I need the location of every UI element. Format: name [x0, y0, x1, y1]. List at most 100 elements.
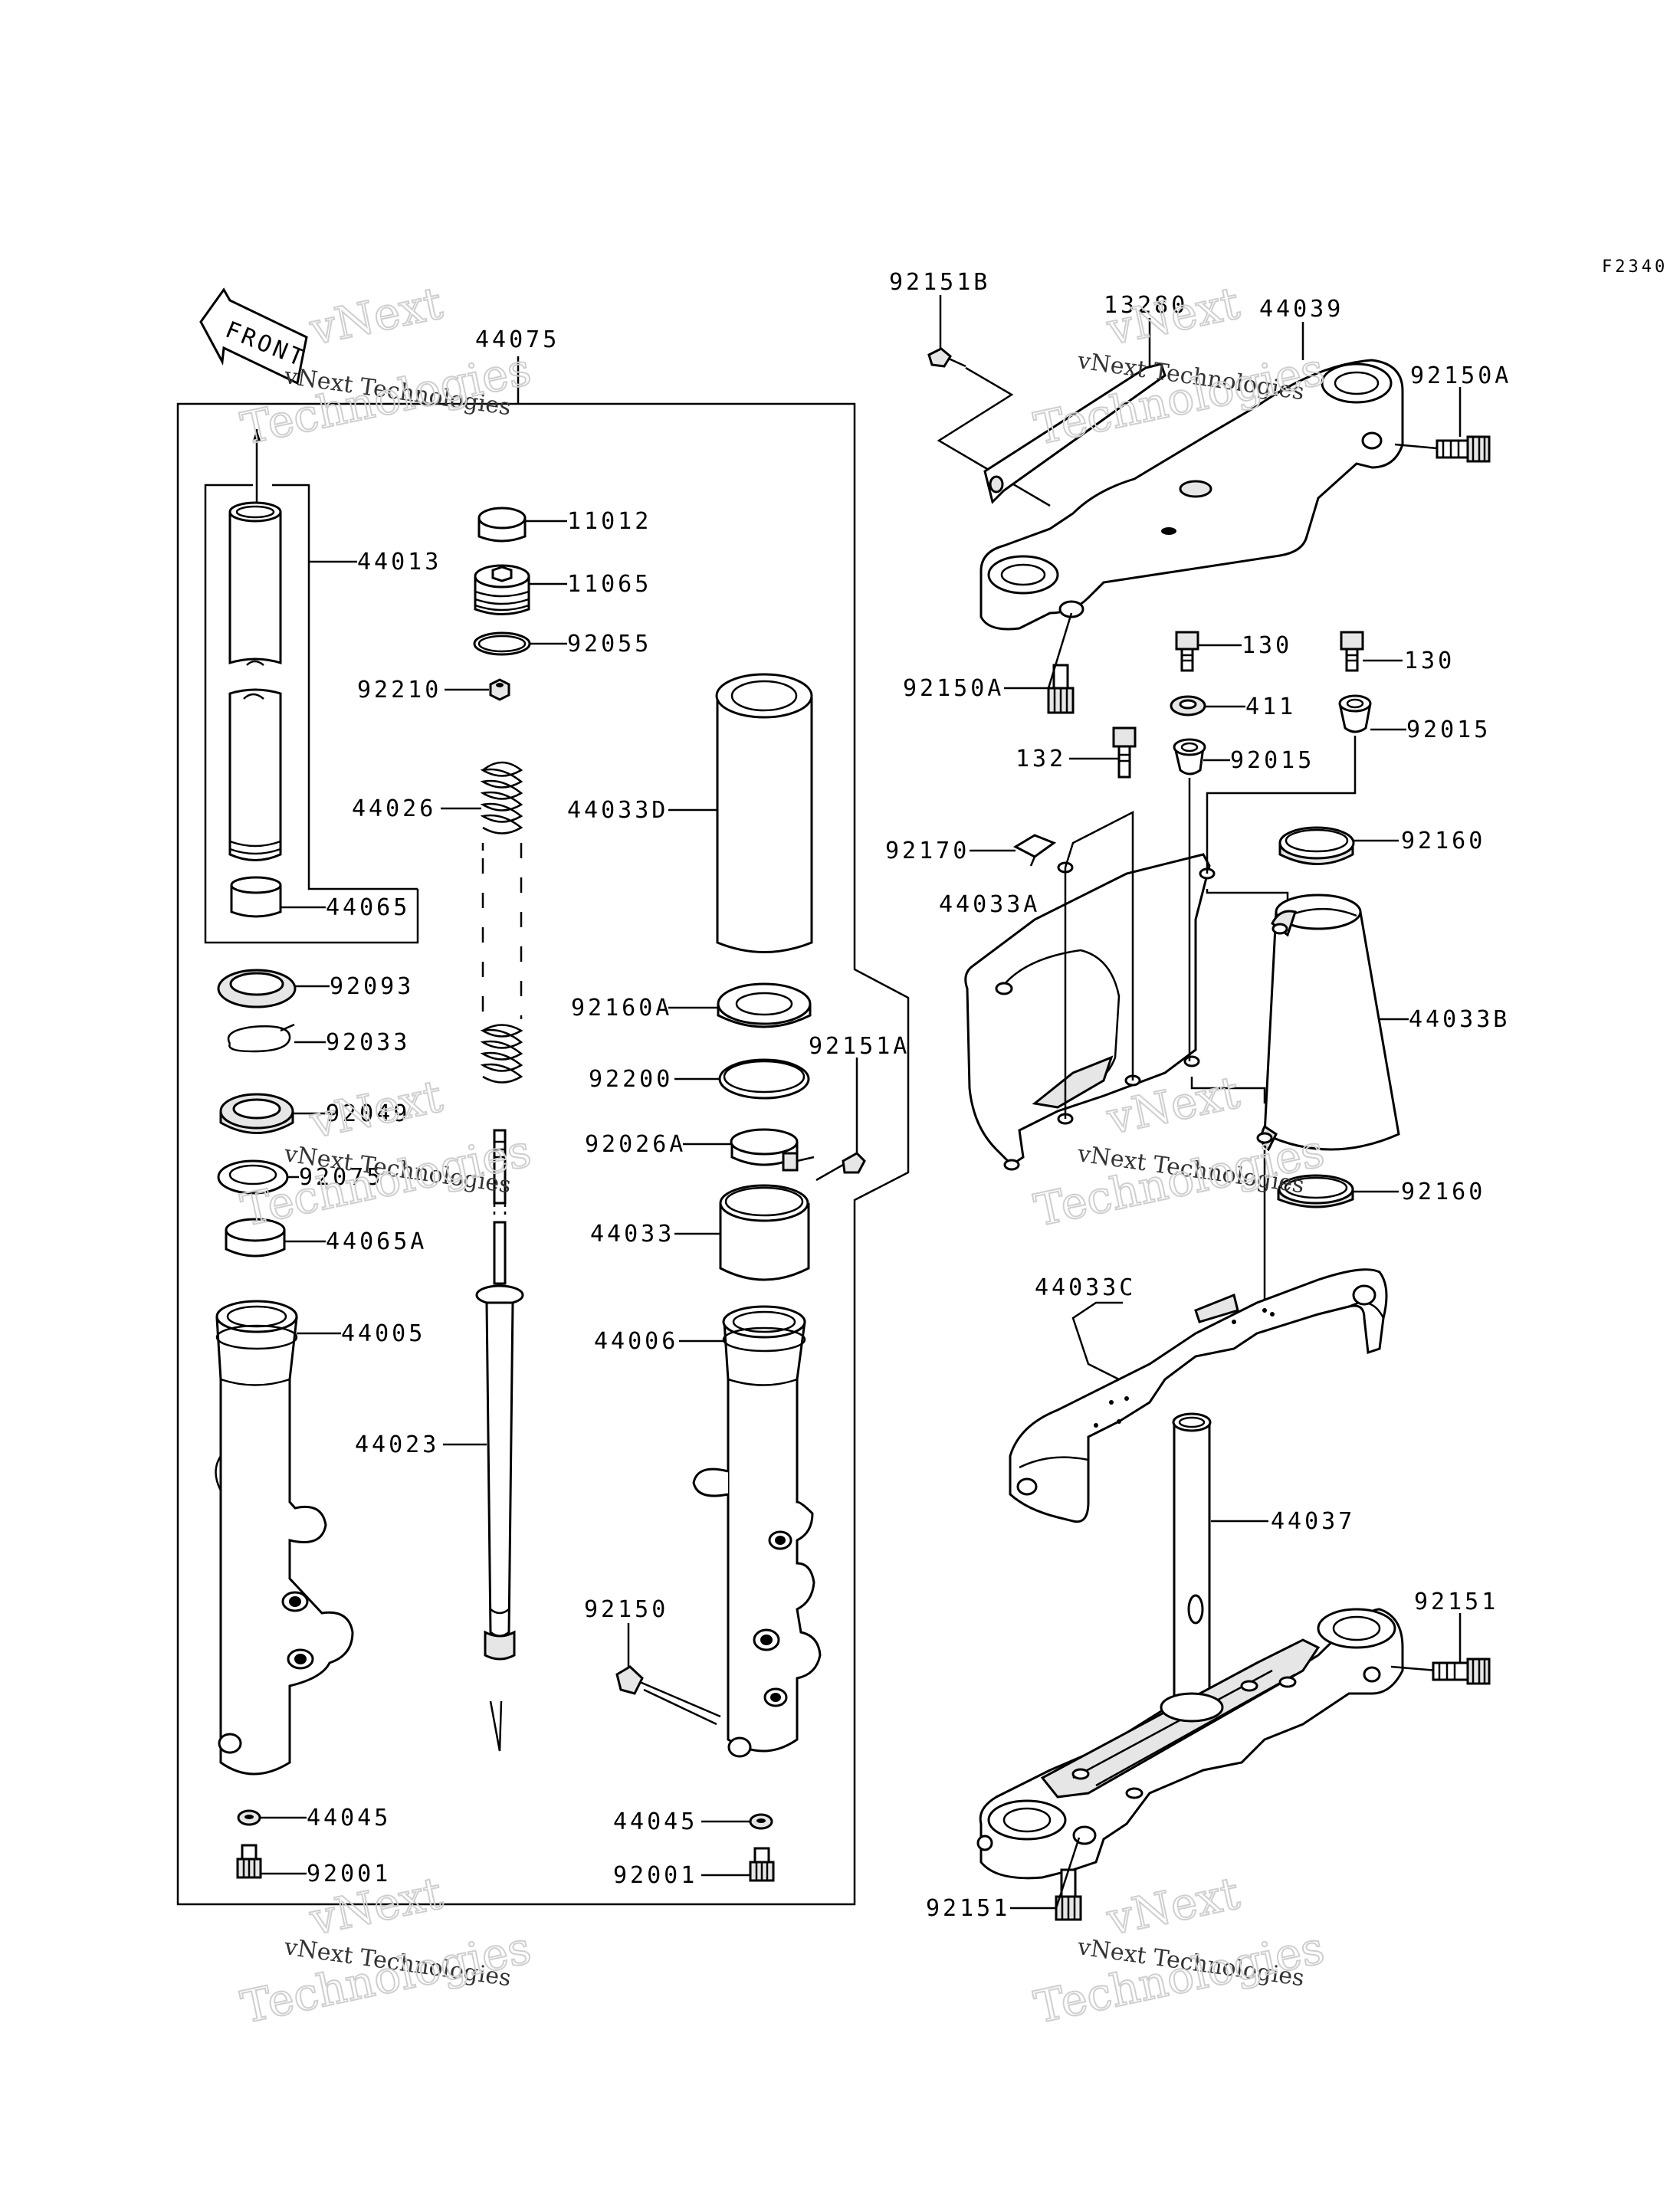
bolt-92150A-top	[1394, 435, 1491, 463]
ring-92160-lower	[1277, 1174, 1354, 1208]
label-132: 132	[1016, 746, 1066, 772]
washer-44045-right	[749, 1813, 773, 1830]
cone-cover-44033B	[1256, 894, 1400, 1152]
bolt-92150	[615, 1665, 721, 1726]
bolt-92151-bottom	[1055, 1868, 1082, 1921]
label-92151B: 92151B	[889, 269, 990, 296]
label-92160-top: 92160	[1401, 828, 1485, 854]
svg-text:Technologies: Technologies	[237, 1921, 536, 2033]
ring-92160-top	[1278, 826, 1355, 865]
upper-triple-clamp-44039	[979, 359, 1404, 631]
seal-92049	[219, 1093, 294, 1134]
label-92033: 92033	[326, 1029, 410, 1056]
screw-92151A	[815, 1152, 866, 1182]
label-44075: 44075	[475, 326, 559, 353]
label-92015-a: 92015	[1230, 747, 1314, 774]
bolt-92151-right	[1390, 1658, 1491, 1685]
label-44033C: 44033C	[1035, 1274, 1136, 1301]
label-44033A: 44033A	[939, 891, 1040, 918]
label-92001-right: 92001	[613, 1862, 697, 1889]
bolt-132	[1112, 726, 1137, 779]
svg-text:vNext: vNext	[1102, 1867, 1244, 1946]
cap-11012	[477, 507, 527, 543]
label-411: 411	[1245, 694, 1296, 720]
label-92150A-bottom: 92150A	[903, 675, 1004, 702]
label-92151A: 92151A	[809, 1033, 910, 1060]
label-92001-left: 92001	[307, 1861, 391, 1887]
ring-92160A	[717, 982, 812, 1028]
tube-cover-44033D	[715, 673, 813, 953]
steering-stem-44037	[1172, 1412, 1212, 1707]
label-92049: 92049	[326, 1100, 410, 1127]
outer-tube-44005	[215, 1300, 354, 1776]
svg-text:Technologies: Technologies	[1030, 1124, 1329, 1236]
label-11065: 11065	[567, 571, 651, 598]
svg-text:Technologies: Technologies	[1030, 1921, 1329, 2033]
label-92026A: 92026A	[585, 1131, 686, 1158]
damper-rod-44023	[475, 1129, 524, 1752]
label-92150: 92150	[584, 1596, 668, 1623]
label-92151-bottom: 92151	[926, 1895, 1010, 1922]
label-92200: 92200	[589, 1066, 673, 1093]
label-44065: 44065	[326, 894, 410, 921]
figure-code: F2340	[1602, 257, 1668, 277]
label-92160A: 92160A	[571, 995, 672, 1021]
bolt-92001-right	[749, 1847, 775, 1882]
nut-92210	[489, 678, 510, 701]
label-11012: 11012	[567, 508, 651, 535]
clamp-92026A	[730, 1128, 815, 1172]
label-44039: 44039	[1259, 296, 1344, 323]
cover-plate-44033C	[1009, 1268, 1388, 1523]
bolt-130-b	[1340, 631, 1364, 672]
label-130-b: 130	[1404, 648, 1455, 674]
inner-tube-44013	[228, 501, 282, 861]
label-44065A: 44065A	[326, 1228, 427, 1255]
svg-text:vNext: vNext	[305, 277, 447, 356]
spring-44026	[480, 761, 523, 1084]
label-92160-lower: 92160	[1401, 1179, 1485, 1205]
fork-cover-44033A	[964, 853, 1216, 1171]
label-92151-right: 92151	[1414, 1589, 1498, 1615]
washer-44045-left	[237, 1809, 261, 1826]
label-92150A-top: 92150A	[1410, 362, 1511, 389]
bolt-130-a	[1175, 631, 1199, 672]
washer-411	[1170, 695, 1206, 716]
label-92170: 92170	[885, 838, 970, 864]
svg-text:vNext: vNext	[305, 1070, 447, 1149]
clip-92170	[1012, 834, 1057, 867]
cap-bolt-11065	[474, 564, 530, 615]
svg-text:vNext: vNext	[1102, 277, 1244, 356]
collar-92015-a	[1173, 738, 1206, 776]
bracket-13280	[983, 362, 1166, 504]
label-44045-left: 44045	[307, 1805, 391, 1831]
label-92075: 92075	[299, 1164, 383, 1191]
collar-92015-b	[1338, 694, 1372, 733]
bushing-44065A	[225, 1218, 286, 1258]
ring-92200	[718, 1058, 810, 1100]
label-44005: 44005	[341, 1320, 425, 1347]
watermark-5: vNext vNext Technologies Technologies	[236, 1866, 536, 2035]
label-92055: 92055	[567, 631, 651, 657]
svg-text:Technologies: Technologies	[237, 1124, 536, 1236]
label-44006: 44006	[594, 1328, 678, 1355]
bolt-92150A-bottom	[1047, 664, 1075, 714]
bushing-44065	[230, 876, 282, 918]
outer-tube-44006	[692, 1305, 822, 1758]
label-92093: 92093	[330, 973, 414, 1000]
label-92210: 92210	[357, 677, 441, 703]
label-44023: 44023	[355, 1431, 439, 1458]
cover-44033	[719, 1184, 810, 1281]
label-92015-b: 92015	[1406, 716, 1491, 743]
watermark-3: vNext vNext Technologies Technologies	[236, 1069, 536, 1238]
assembly-frame	[176, 402, 910, 1906]
bolt-92001-left	[236, 1844, 262, 1879]
label-44013: 44013	[357, 549, 441, 575]
o-ring-92055	[473, 631, 531, 656]
clip-92033	[227, 1023, 295, 1053]
label-44033D: 44033D	[567, 797, 668, 824]
seal-92093	[217, 969, 297, 1008]
label-44033: 44033	[590, 1221, 674, 1248]
label-44045-right: 44045	[613, 1808, 697, 1835]
label-44037: 44037	[1271, 1508, 1355, 1535]
